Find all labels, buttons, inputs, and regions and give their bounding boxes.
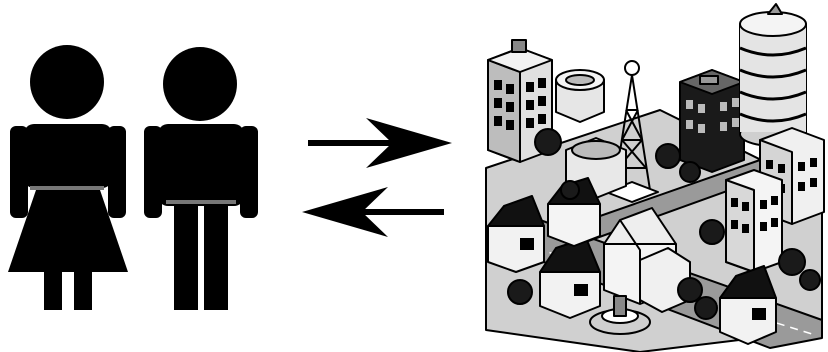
arrow-left-icon (302, 187, 444, 237)
apartment-building (726, 170, 782, 272)
cylinder-tower (740, 4, 806, 146)
round-roof-building (556, 70, 604, 122)
isometric-city-icon (486, 4, 824, 352)
arrow-right-icon (308, 118, 452, 168)
bidirectional-arrows-icon (302, 118, 452, 237)
dark-office-building (680, 70, 744, 172)
woman-icon (8, 45, 128, 310)
man-icon (144, 47, 258, 310)
